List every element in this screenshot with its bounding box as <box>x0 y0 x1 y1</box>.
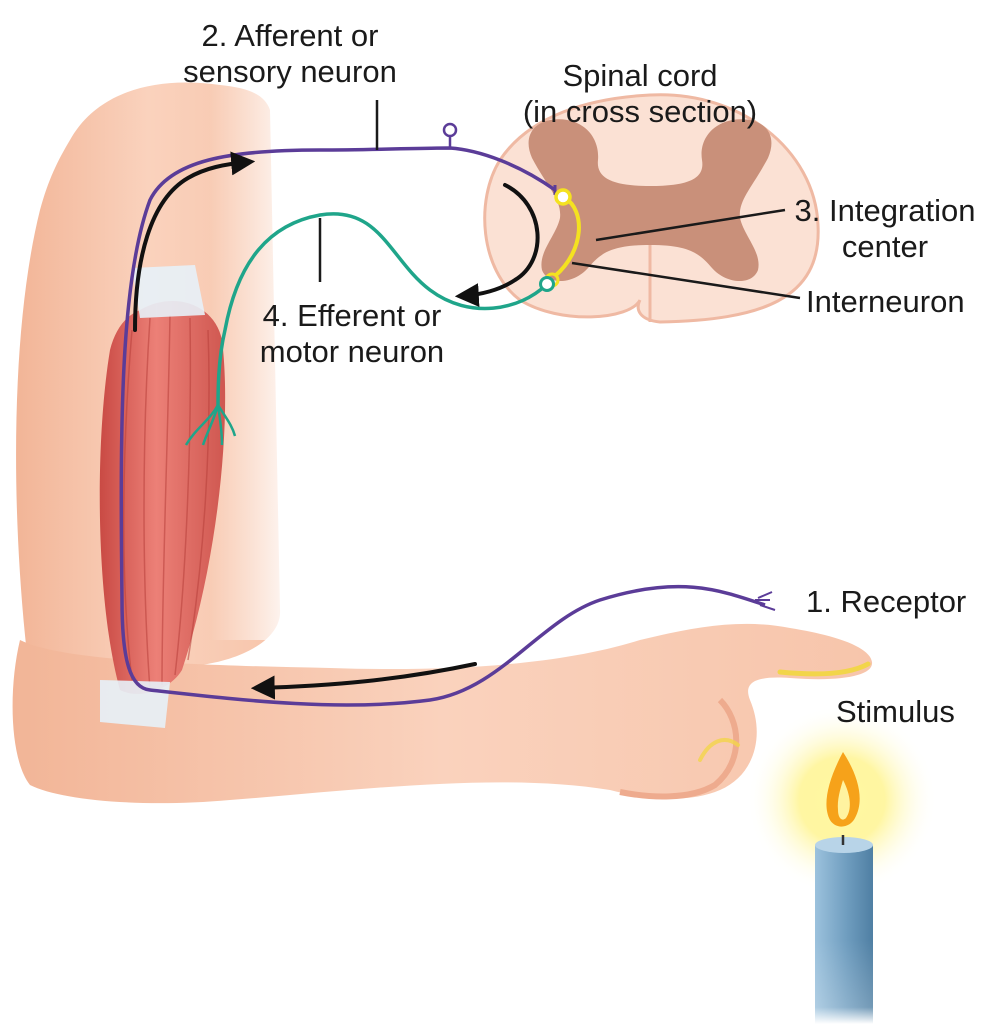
spinal-cord-cross-section <box>483 93 820 324</box>
integration-center-label: 3. Integration center <box>782 193 988 265</box>
afferent-label: 2. Afferent or sensory neuron <box>170 18 410 90</box>
leader-interneuron <box>571 261 801 300</box>
direction-arrows <box>133 151 540 700</box>
interneuron-label: Interneuron <box>806 284 965 319</box>
afferent-cell-body <box>442 122 458 138</box>
stimulus-label: Stimulus <box>836 694 955 729</box>
receptor-label: 1. Receptor <box>806 584 967 619</box>
leader-lines <box>318 100 801 300</box>
biceps-muscle <box>99 265 226 728</box>
efferent-label-line2: motor neuron <box>259 334 445 369</box>
candle <box>747 705 937 1024</box>
knuckle-highlight <box>698 738 740 762</box>
arrow-upper-arm <box>133 151 256 332</box>
afferent-neuron <box>119 122 776 707</box>
efferent-cell-body <box>539 276 555 292</box>
afferent-label-line2: sensory neuron <box>183 54 397 89</box>
upper-tendon <box>132 265 205 318</box>
arrow-spinal <box>454 183 540 308</box>
finger-shadow <box>619 697 740 800</box>
integration-label-line1: 3. Integration <box>794 193 976 228</box>
spinal-cord-label-line1: Spinal cord <box>562 58 718 93</box>
spinal-cord-label-line2: (in cross section) <box>522 94 758 129</box>
fingertip-highlight <box>777 661 871 677</box>
afferent-label-line1: 2. Afferent or <box>201 18 379 53</box>
forearm <box>12 623 873 804</box>
leader-integration <box>595 208 786 242</box>
spinal-cord-label: Spinal cord (in cross section) <box>495 58 785 130</box>
grey-matter <box>528 119 772 282</box>
arrow-forearm <box>250 662 477 700</box>
efferent-label-line1: 4. Efferent or <box>262 298 442 333</box>
efferent-label: 4. Efferent or motor neuron <box>222 298 482 370</box>
lower-tendon <box>100 680 170 728</box>
integration-label-line2: center <box>841 229 929 264</box>
